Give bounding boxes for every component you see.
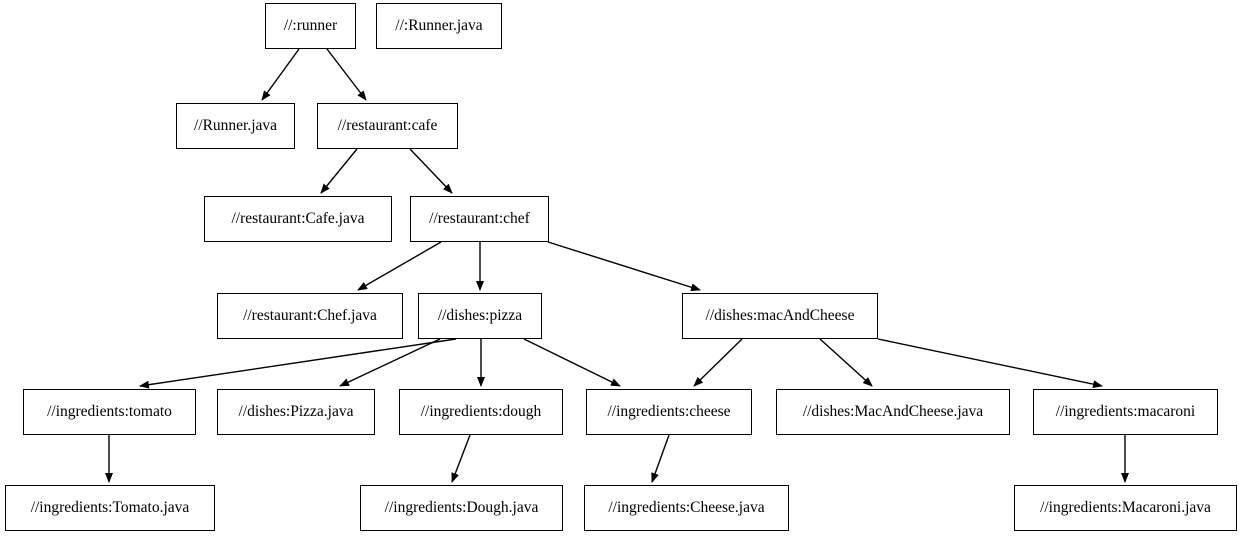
- graph-edge-restaurant_chef-to-restaurant_chef_java: [357, 241, 442, 291]
- graph-edge-restaurant_cafe-to-restaurant_chef: [409, 148, 453, 194]
- graph-node-ing_macaroni[interactable]: //ingredients:macaroni: [1033, 389, 1218, 435]
- graph-node-dishes_mac[interactable]: //dishes:macAndCheese: [682, 293, 878, 339]
- graph-node-label: //ingredients:dough: [420, 403, 542, 421]
- graph-node-label: //restaurant:cafe: [337, 117, 438, 135]
- graph-node-ing_cheese_java[interactable]: //ingredients:Cheese.java: [584, 485, 789, 531]
- graph-node-label: //:runner: [283, 17, 338, 35]
- graph-node-label: //ingredients:Dough.java: [384, 499, 539, 517]
- graph-edge-runner-to-runner_java: [261, 48, 300, 101]
- graph-node-dishes_mac_java[interactable]: //dishes:MacAndCheese.java: [776, 389, 1010, 435]
- graph-node-label: //:Runner.java: [395, 17, 483, 35]
- graph-node-ing_tomato[interactable]: //ingredients:tomato: [23, 389, 196, 435]
- graph-node-runner_java[interactable]: //Runner.java: [176, 103, 295, 149]
- graph-node-ing_macaroni_java[interactable]: //ingredients:Macaroni.java: [1014, 485, 1237, 531]
- graph-node-label: //ingredients:Cheese.java: [608, 499, 765, 517]
- graph-edge-dishes_mac-to-ing_cheese: [693, 338, 743, 387]
- graph-node-label: //ingredients:cheese: [607, 403, 731, 421]
- graph-node-label: //restaurant:Chef.java: [243, 307, 377, 325]
- graph-node-dishes_pizza[interactable]: //dishes:pizza: [418, 293, 542, 339]
- graph-node-label: //ingredients:tomato: [47, 403, 172, 421]
- graph-node-restaurant_chef_java[interactable]: //restaurant:Chef.java: [217, 293, 403, 339]
- graph-node-restaurant_cafe[interactable]: //restaurant:cafe: [317, 103, 458, 149]
- graph-node-label: //ingredients:Macaroni.java: [1040, 499, 1211, 517]
- graph-node-dishes_pizza_java[interactable]: //dishes:Pizza.java: [217, 389, 375, 435]
- graph-node-label: //dishes:Pizza.java: [238, 403, 354, 421]
- graph-edge-dishes_mac-to-dishes_mac_java: [819, 338, 873, 387]
- graph-node-label: //ingredients:Tomato.java: [30, 499, 190, 517]
- graph-edge-dishes_mac-to-ing_macaroni: [877, 338, 1103, 389]
- graph-node-label: //restaurant:chef: [429, 210, 530, 228]
- graph-node-ing_tomato_java[interactable]: //ingredients:Tomato.java: [5, 485, 215, 531]
- graph-edge-dishes_pizza-to-ing_tomato: [139, 338, 457, 389]
- graph-node-label: //dishes:MacAndCheese.java: [802, 403, 984, 421]
- graph-edge-runner-to-restaurant_cafe: [326, 48, 367, 101]
- graph-node-label: //dishes:pizza: [437, 307, 523, 325]
- graph-node-runner[interactable]: //:runner: [265, 3, 356, 49]
- graph-node-label: //Runner.java: [193, 117, 278, 135]
- graph-edge-restaurant_chef-to-dishes_mac: [547, 241, 701, 292]
- graph-node-ing_dough_java[interactable]: //ingredients:Dough.java: [360, 485, 563, 531]
- graph-node-ing_dough[interactable]: //ingredients:dough: [399, 389, 563, 435]
- graph-edge-restaurant_cafe-to-restaurant_cafe_java: [320, 148, 358, 194]
- graph-node-label: //ingredients:macaroni: [1055, 403, 1196, 421]
- graph-node-restaurant_chef[interactable]: //restaurant:chef: [410, 196, 549, 242]
- graph-edge-ing_dough-to-ing_dough_java: [451, 434, 471, 483]
- graph-node-ing_cheese[interactable]: //ingredients:cheese: [586, 389, 752, 435]
- graph-node-root_runner_java[interactable]: //:Runner.java: [376, 3, 502, 49]
- graph-edge-dishes_pizza-to-ing_cheese: [523, 338, 621, 387]
- graph-edge-ing_cheese-to-ing_cheese_java: [651, 434, 670, 483]
- graph-node-label: //restaurant:Cafe.java: [231, 210, 365, 228]
- graph-node-label: //dishes:macAndCheese: [705, 307, 855, 325]
- graph-node-restaurant_cafe_java[interactable]: //restaurant:Cafe.java: [204, 196, 392, 242]
- graph-edge-dishes_pizza-to-dishes_pizza_java: [339, 338, 441, 387]
